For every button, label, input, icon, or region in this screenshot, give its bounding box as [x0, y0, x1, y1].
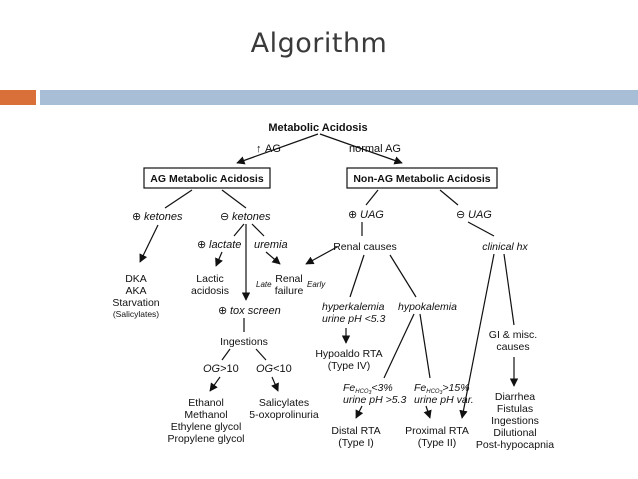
- node-diarrhea: Diarrhea: [495, 391, 535, 403]
- node-metabolic-acidosis: Metabolic Acidosis: [268, 122, 367, 134]
- node-neg-uag: UAG: [468, 209, 492, 221]
- line-ingestions-to-og-lt: [255, 348, 267, 361]
- ag-box: [143, 167, 271, 189]
- node-og-gt: OG>10: [203, 363, 239, 375]
- node-failure: failure: [275, 285, 304, 297]
- line-hypokalemia-to-fe-gt15: [419, 313, 431, 379]
- node-early: Early: [307, 280, 326, 289]
- node-type-ii: (Type II): [418, 437, 457, 449]
- line-nonag-to-neg-uag: [439, 189, 459, 206]
- node-urine-ph-var: urine pH var.: [414, 394, 474, 406]
- node-renal-causes: Renal causes: [333, 241, 397, 253]
- node-urine-ph-gt53: urine pH >5.3: [343, 394, 406, 406]
- line-neg-ketones-to-uremia: [251, 223, 265, 237]
- nonag-box-label: Non-AG Metabolic Acidosis: [353, 173, 490, 185]
- up-ag-arrow-glyph: ↑: [256, 143, 262, 155]
- node-up-ag: AG: [265, 143, 281, 155]
- slide-title: Algorithm: [250, 28, 388, 59]
- node-renal: Renal: [275, 273, 302, 285]
- node-dilutional: Dilutional: [493, 427, 536, 439]
- line-hypokalemia-to-fe-lt3: [383, 313, 415, 379]
- ag-box-label: AG Metabolic Acidosis: [150, 173, 264, 185]
- line-ag-to-neg-ketones: [221, 189, 247, 209]
- node-uremia: uremia: [254, 239, 288, 251]
- node-salicylates: Salicylates: [259, 397, 309, 409]
- line-ingestions-to-og-gt: [221, 348, 231, 361]
- node-late: Late: [256, 280, 272, 289]
- line-clinical-hx-to-gi: [503, 253, 515, 326]
- arrow-fe-lt3-to-distal: [355, 405, 364, 419]
- node-aka: AKA: [125, 285, 146, 297]
- minus-circle-icon: ⊖: [220, 211, 229, 223]
- arrow-clinical-hx-to-proximal: [459, 253, 495, 419]
- nonag-box: [346, 167, 498, 189]
- minus-circle-icon: ⊖: [456, 209, 465, 221]
- node-tox-screen: tox screen: [230, 305, 281, 317]
- arrow-og-lt-to-salicylates: [271, 376, 279, 392]
- node-ingestions: Ingestions: [220, 336, 268, 348]
- node-acidosis: acidosis: [191, 285, 229, 297]
- arrow-fe-gt15-to-proximal: [423, 405, 432, 419]
- line-renal-causes-to-hyperkalemia: [349, 254, 365, 298]
- plus-circle-icon: ⊕: [132, 211, 141, 223]
- node-fistulas: Fistulas: [497, 403, 533, 415]
- node-salicylates-paren: (Salicylates): [113, 309, 159, 319]
- node-hypokalemia: hypokalemia: [398, 301, 457, 313]
- node-distal-rta: Distal RTA: [331, 425, 380, 437]
- line-neg-ketones-to-lactate: [233, 223, 245, 237]
- node-clinical-hx: clinical hx: [482, 241, 528, 253]
- arrow-renal-causes-to-renal-failure: [305, 246, 338, 265]
- line-neg-uag-to-clinical-hx: [467, 221, 495, 237]
- node-starvation: Starvation: [112, 297, 159, 309]
- arrow-lactate-to-lactic: [215, 251, 223, 267]
- node-post-hypocapnia: Post-hypocapnia: [476, 439, 554, 451]
- node-ethylene-glycol: Ethylene glycol: [171, 421, 242, 433]
- plus-circle-icon: ⊕: [197, 239, 206, 251]
- node-oxoprolinuria: 5-oxoprolinuria: [249, 409, 319, 421]
- node-ethanol: Ethanol: [188, 397, 224, 409]
- line-renal-causes-to-hypokalemia: [389, 254, 417, 298]
- node-dka: DKA: [125, 273, 147, 285]
- node-fe-lt3: FeHCO3<3%: [343, 382, 393, 396]
- node-urine-ph-53: urine pH <5.3: [322, 313, 385, 325]
- node-fe-gt15: FeHCO3>15%: [414, 382, 470, 396]
- line-ag-to-pos-ketones: [164, 189, 193, 209]
- node-gi-misc: GI & misc.: [489, 329, 537, 341]
- node-normal-ag: normal AG: [349, 143, 401, 155]
- node-methanol: Methanol: [184, 409, 227, 421]
- accent-bar-blue: [40, 90, 638, 105]
- line-nonag-to-pos-uag: [365, 189, 379, 206]
- node-proximal-rta: Proximal RTA: [405, 425, 469, 437]
- arrow-root-to-nonag: [319, 133, 403, 165]
- node-hyperkalemia: hyperkalemia: [322, 301, 385, 313]
- node-lactic: Lactic: [196, 273, 223, 285]
- arrow-og-gt-to-ethanol: [209, 376, 221, 392]
- node-neg-ketones: ketones: [232, 211, 271, 223]
- node-og-lt: OG<10: [256, 363, 292, 375]
- node-ingestions-gi: Ingestions: [491, 415, 539, 427]
- node-pos-lactate: lactate: [209, 239, 241, 251]
- arrow-uremia-to-renal: [265, 251, 281, 265]
- connectors: [139, 133, 519, 419]
- arrow-pos-ketones-to-dka: [139, 224, 159, 263]
- node-propylene-glycol: Propylene glycol: [167, 433, 244, 445]
- arrow-root-to-ag: [236, 133, 319, 165]
- node-pos-ketones: ketones: [144, 211, 183, 223]
- node-type-i: (Type I): [338, 437, 374, 449]
- accent-bar-orange: [0, 90, 36, 105]
- node-type-iv: (Type IV): [328, 360, 371, 372]
- node-hypoaldo-rta: Hypoaldo RTA: [315, 348, 382, 360]
- plus-circle-icon: ⊕: [348, 209, 357, 221]
- plus-circle-icon: ⊕: [218, 305, 227, 317]
- node-causes: causes: [496, 341, 529, 353]
- node-pos-uag: UAG: [360, 209, 384, 221]
